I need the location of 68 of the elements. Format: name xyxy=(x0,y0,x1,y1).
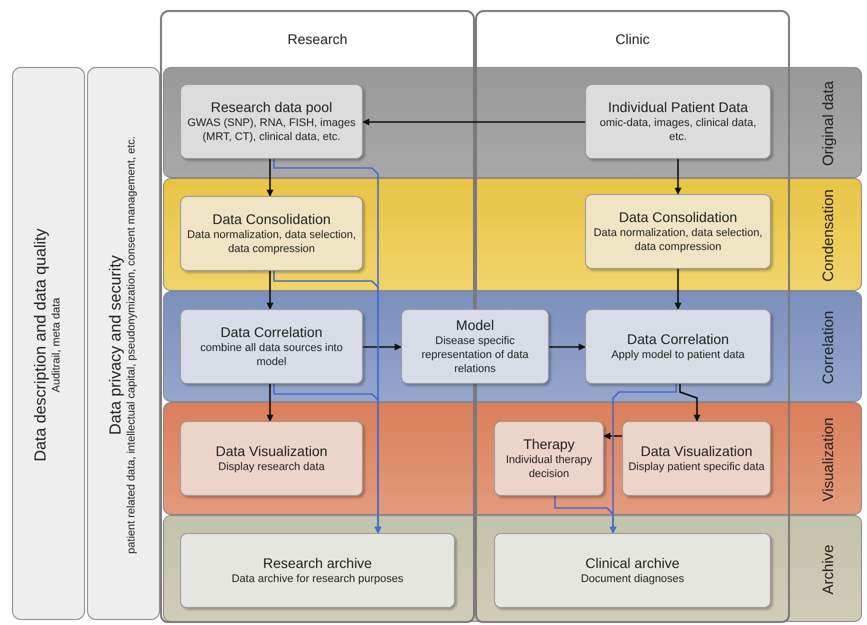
box-description: Disease specific representation of data relations xyxy=(420,334,530,376)
band-label: Original data xyxy=(820,79,836,168)
process-box xyxy=(622,421,771,496)
arrow xyxy=(273,384,382,534)
box-description: Data archive for research purposes xyxy=(232,572,404,586)
process-box xyxy=(585,309,771,384)
box-description: Individual therapy decision xyxy=(504,453,594,481)
box-description: omic-data, images, clinical data, etc. xyxy=(598,116,758,144)
box-description: Data normalization, data selection, data compression xyxy=(592,226,764,254)
arrow xyxy=(549,344,586,350)
band-label: Correlation xyxy=(820,309,836,386)
process-box xyxy=(180,421,363,496)
stage-band xyxy=(163,178,862,291)
column-heading: Research xyxy=(286,31,348,48)
arrow xyxy=(362,118,585,126)
box-heading: Research data pool xyxy=(210,99,332,116)
box-heading: Data Consolidation xyxy=(212,211,331,228)
arrow xyxy=(554,496,616,534)
arrow xyxy=(679,384,700,422)
box-heading: Data Consolidation xyxy=(618,209,738,226)
band-label: Condensation xyxy=(820,188,836,284)
box-description: GWAS (SNP), RNA, FISH, images (MRT, CT), clinical data, etc. xyxy=(186,116,357,144)
stage-band xyxy=(163,67,862,178)
arrow xyxy=(603,432,622,440)
side-band xyxy=(87,67,160,620)
process-box xyxy=(180,84,363,159)
arrow xyxy=(266,271,274,310)
box-heading: Data Correlation xyxy=(627,331,729,348)
arrow xyxy=(674,159,682,195)
box-heading: Therapy xyxy=(523,436,575,453)
process-box xyxy=(180,309,363,384)
process-box xyxy=(401,309,549,384)
box-heading: Data Visualization xyxy=(640,443,752,460)
box-description: Display patient specific data xyxy=(628,460,765,474)
arrow xyxy=(363,344,402,350)
box-heading: Research archive xyxy=(263,555,372,572)
stage-band xyxy=(163,291,862,402)
box-description: Apply model to patient data xyxy=(611,348,745,362)
stage-band xyxy=(163,402,862,515)
box-description: Document diagnoses xyxy=(580,572,684,586)
box-heading: Data Visualization xyxy=(216,443,328,460)
side-band xyxy=(12,67,85,620)
band-heading: Data description and data quality xyxy=(32,226,50,464)
process-box xyxy=(585,194,771,269)
process-box xyxy=(585,84,771,159)
box-description: Display research data xyxy=(218,460,325,474)
arrow xyxy=(266,384,274,422)
band-label: Visualization xyxy=(820,416,836,504)
arrow xyxy=(266,159,274,197)
box-heading: Model xyxy=(456,317,494,334)
process-box xyxy=(180,533,455,608)
process-box xyxy=(180,196,363,271)
band-label: Archive xyxy=(820,542,836,596)
arrow xyxy=(674,269,682,310)
box-description: Data normalization, data selection, data compression xyxy=(186,228,357,256)
band-description: Auditrail, meta data xyxy=(50,296,64,394)
box-description: combine all data sources into model xyxy=(199,341,344,369)
process-box xyxy=(494,533,771,608)
process-box xyxy=(494,421,604,496)
box-heading: Clinical archive xyxy=(585,555,680,572)
band-description: patient related data, intellectual capital, pseudonymization, consent management, etc. xyxy=(124,134,138,556)
box-heading: Data Correlation xyxy=(220,324,322,341)
box-heading: Individual Patient Data xyxy=(608,99,748,116)
band-heading: Data privacy and security xyxy=(108,254,124,436)
stage-band xyxy=(163,515,862,622)
column-header xyxy=(475,10,790,67)
column-header xyxy=(160,10,475,67)
column-heading: Clinic xyxy=(614,31,651,48)
